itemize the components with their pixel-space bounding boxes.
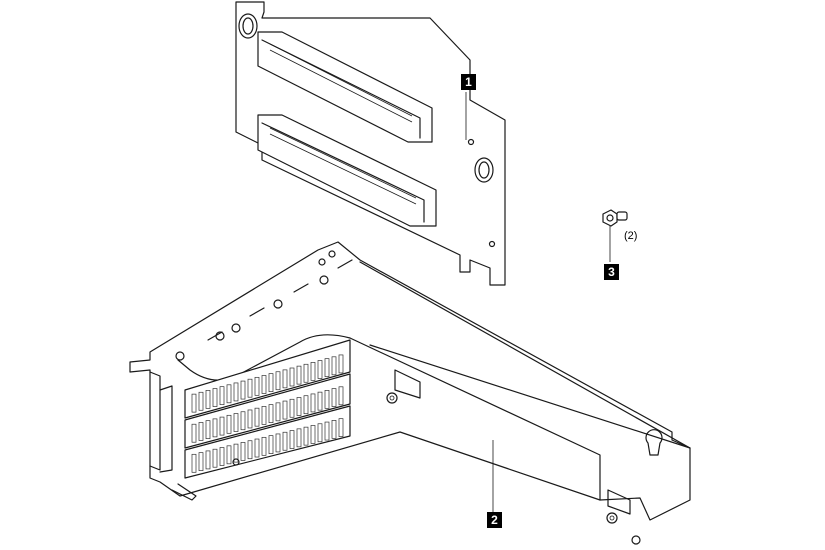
vent-slot [275,433,281,453]
vent-slot [212,418,218,438]
vent-slot [317,423,323,443]
rail-features [175,250,353,361]
vent-slot [226,414,232,434]
vent-slot [338,354,344,374]
vent-slot [338,418,344,438]
vent-slot [212,388,218,407]
vent-slot [226,445,232,465]
vent-slot [254,407,260,427]
vent-slot [247,378,253,398]
screw-quantity-label: (2) [624,230,638,242]
callout-1-riser-card: 1 [461,74,476,90]
vent-slot [289,398,295,418]
vent-slot [233,443,239,463]
vent-slot [324,421,330,441]
vent-slot [324,358,330,378]
vent-slot [205,420,211,440]
vent-slot [282,431,288,451]
vent-slot [233,382,239,402]
vent-slot [268,404,274,423]
vent-slot [268,373,274,392]
vent-slot [240,442,246,461]
vent-slot [317,391,323,411]
vent-slot [219,386,225,406]
vent-slot [205,390,211,409]
screw-drawing [602,209,628,262]
vent-slot [198,452,204,471]
vent-slot [310,425,316,444]
vent-slot [296,365,302,385]
vent-slot [191,393,197,413]
callout-3-screw: 3 [604,264,619,280]
vent-slot [219,416,225,436]
vent-slot [191,423,197,443]
vent-slot [205,450,211,470]
vent-slot [254,438,260,458]
slot-covers [184,339,351,479]
vent-slot [261,375,267,394]
vent-slot [303,395,309,415]
vent-slot [303,426,309,446]
vent-slot [261,406,267,425]
vent-slot [240,380,246,400]
vent-slot [212,448,218,468]
vent-slot [191,453,197,473]
vent-slot [296,397,302,416]
vent-slot [289,367,295,387]
vent-slot [324,390,330,409]
vent-slot [226,384,232,404]
vent-slot [198,422,204,441]
callout-2-riser-bracket: 2 [487,512,502,528]
vent-slot [331,388,337,407]
vent-slot [317,360,323,379]
vent-slot [233,413,239,432]
riser-card-drawing [235,1,506,286]
vent-slot [275,402,281,422]
vent-slot [219,447,225,466]
vent-slot [247,440,253,460]
vent-slot [282,369,288,389]
vent-slot [296,428,302,448]
vent-slot [275,371,281,391]
vent-slot [254,376,260,396]
vent-slot [268,435,274,454]
vent-slot [310,393,316,413]
vent-slot [247,409,253,429]
vent-slot [338,386,344,406]
vent-slot [198,391,204,411]
vent-slot [331,420,337,439]
vent-slot [240,411,246,431]
vent-slot [303,363,309,383]
vent-slot [310,362,316,381]
vent-slot [289,430,295,449]
vent-slot [282,400,288,420]
vent-slot [261,436,267,456]
vent-slot [331,356,337,376]
riser-bracket-drawing [129,241,691,545]
